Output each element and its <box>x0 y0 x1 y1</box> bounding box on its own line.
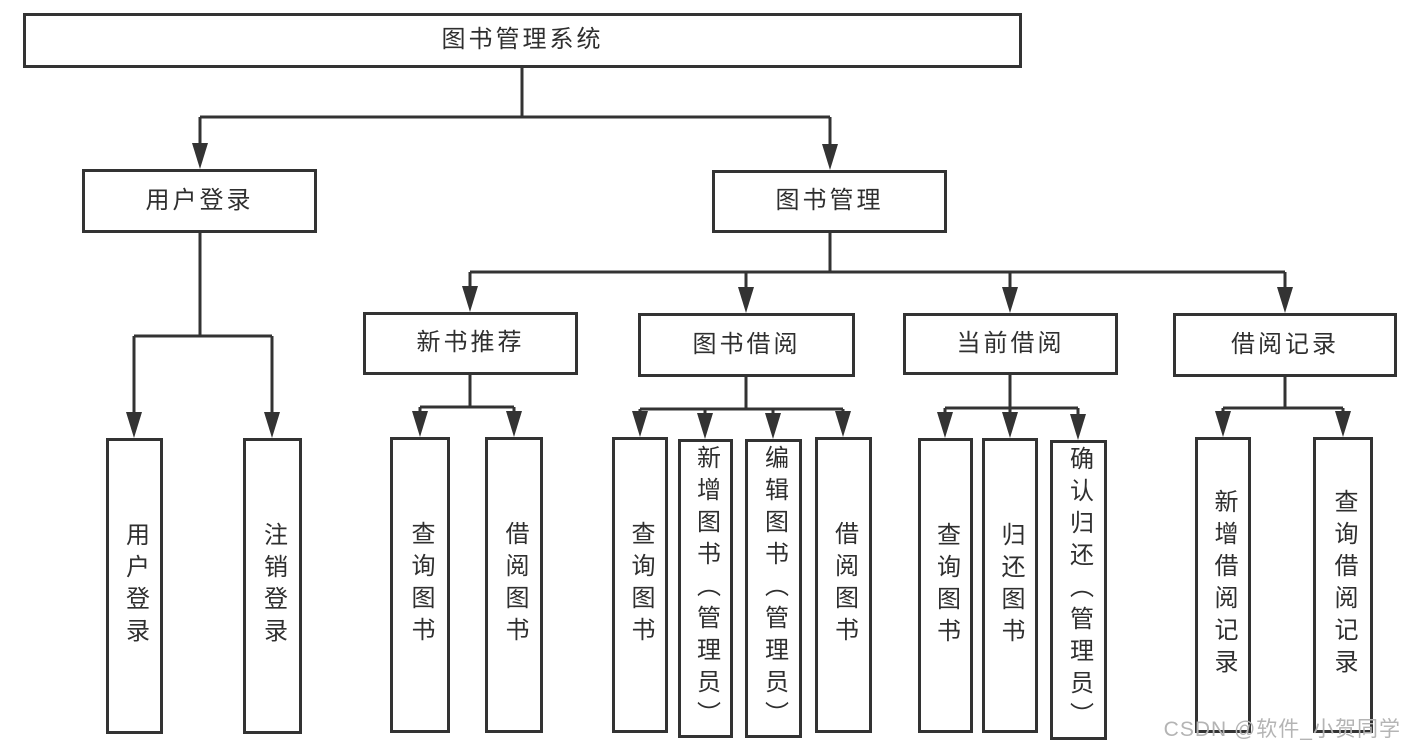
node-label: 查询图书 <box>932 521 960 650</box>
node-label: 新书推荐 <box>416 329 525 357</box>
node-label: 查询借阅记录 <box>1330 489 1357 681</box>
leaf-query-books: 查询图书 <box>390 437 450 733</box>
node-label: 用户登录 <box>145 186 254 214</box>
leaf-logout: 注销登录 <box>243 438 302 734</box>
arrowheads <box>126 143 1351 440</box>
watermark-text: CSDN @软件_小贺同学 <box>1163 718 1401 741</box>
node-label: 当前借阅 <box>956 329 1065 357</box>
node-label: 新增借阅记录 <box>1210 489 1237 681</box>
leaf-query-books: 查询图书 <box>918 438 973 733</box>
node-label: 新增图书（管理员） <box>692 444 720 733</box>
node-label: 编辑图书（管理员） <box>760 444 788 733</box>
node-library-management-system: 图书管理系统 <box>23 13 1022 68</box>
node-label: 查询图书 <box>627 521 654 649</box>
leaf-add-borrow-record: 新增借阅记录 <box>1195 437 1251 733</box>
leaf-confirm-return-admin: 确认归还（管理员） <box>1050 440 1107 740</box>
node-label: 借阅记录 <box>1231 330 1339 358</box>
node-label: 图书管理系统 <box>441 26 604 54</box>
node-new-book-recommendation: 新书推荐 <box>363 312 578 375</box>
node-borrowing-records: 借阅记录 <box>1173 313 1397 377</box>
node-book-management: 图书管理 <box>712 170 947 233</box>
node-current-borrowing: 当前借阅 <box>903 313 1118 375</box>
node-label: 注销登录 <box>259 522 287 650</box>
leaf-add-books-admin: 新增图书（管理员） <box>678 439 733 738</box>
leaf-edit-books-admin: 编辑图书（管理员） <box>745 439 802 738</box>
node-label: 确认归还（管理员） <box>1065 446 1093 734</box>
leaf-user-login: 用户登录 <box>106 438 163 734</box>
node-label: 查询图书 <box>407 521 434 649</box>
node-label: 用户登录 <box>121 522 149 650</box>
node-label: 借阅图书 <box>501 521 528 649</box>
leaf-query-books: 查询图书 <box>612 437 668 733</box>
node-label: 借阅图书 <box>830 521 858 649</box>
leaf-return-books: 归还图书 <box>982 438 1038 733</box>
node-user-login: 用户登录 <box>82 169 317 233</box>
leaf-query-borrow-record: 查询借阅记录 <box>1313 437 1373 733</box>
node-label: 图书管理 <box>775 187 884 215</box>
node-label: 归还图书 <box>997 521 1024 650</box>
leaf-borrow-books: 借阅图书 <box>485 437 543 733</box>
leaf-borrow-books: 借阅图书 <box>815 437 872 733</box>
node-label: 图书借阅 <box>692 330 801 358</box>
node-book-borrowing: 图书借阅 <box>638 313 855 377</box>
